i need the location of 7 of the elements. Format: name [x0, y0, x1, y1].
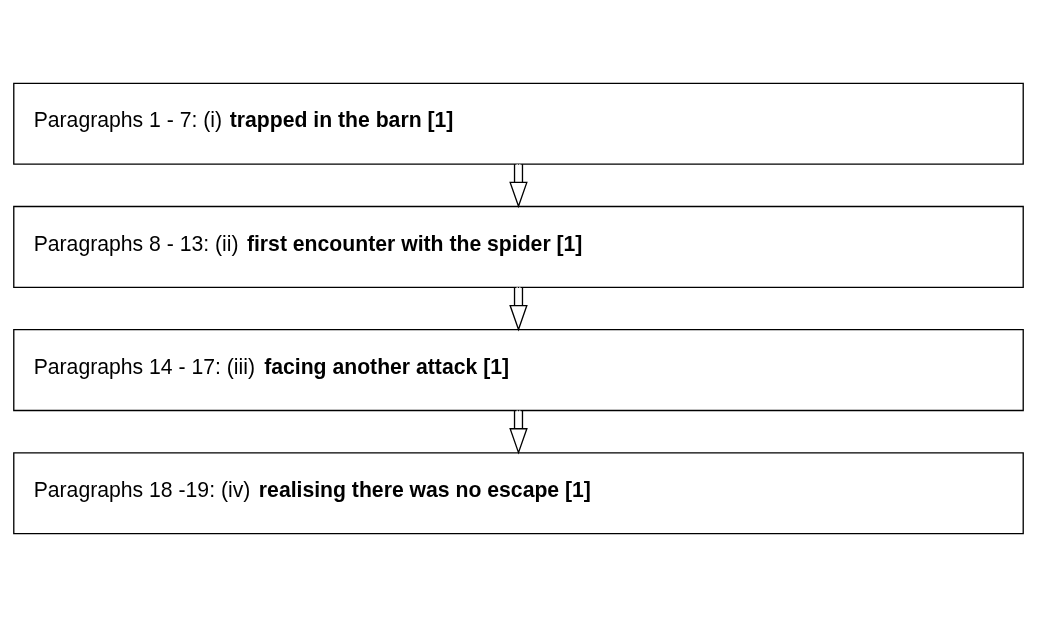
arrow: [509, 409, 528, 455]
arrow: [509, 286, 528, 332]
node-box: Paragraphs 14 - 17: (iii) facing another attack [1]: [13, 329, 1024, 412]
node-box: Paragraphs 18 -19: (iv) realising there was no escape [1]: [13, 452, 1024, 535]
arrow: [509, 163, 528, 209]
node-box: Paragraphs 1 - 7: (i) trapped in the barn [1]: [13, 82, 1024, 165]
node-box: Paragraphs 8 - 13: (ii) first encounter with the spider [1]: [13, 205, 1024, 288]
